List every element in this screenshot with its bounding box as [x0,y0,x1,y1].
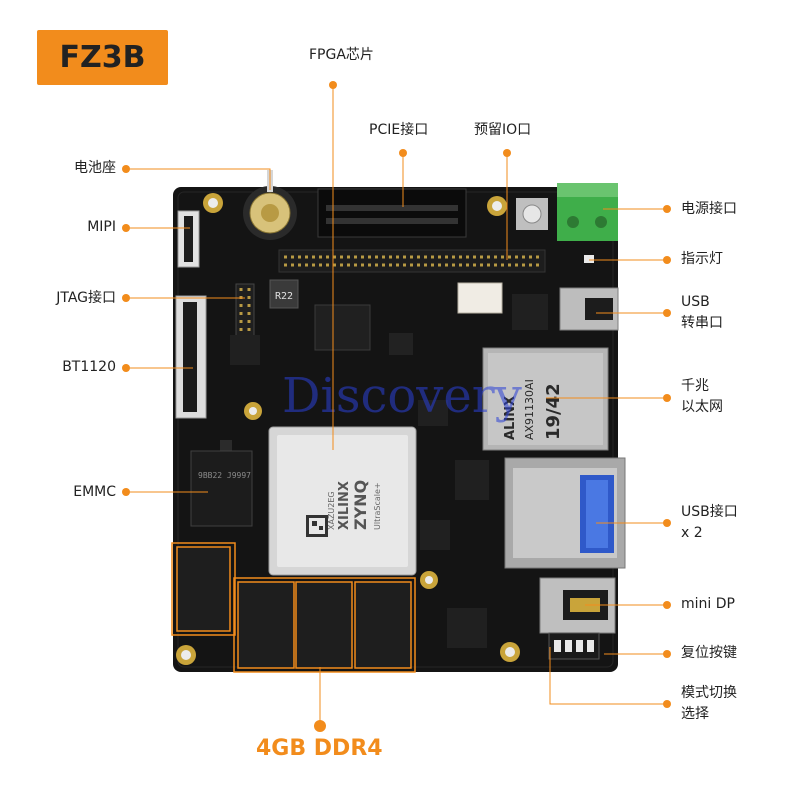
emmc-marking: 9BB22 J9997 [198,471,251,480]
fpga-family: ZYNQ [351,480,370,530]
inductor-label: R22 [275,291,293,302]
label-mini-dp: mini DP [681,596,735,612]
rj45-part: AX91130AI [523,379,536,440]
label-mipi: MIPI [87,219,116,235]
label-bt1120: BT1120 [62,359,116,375]
pcie-slot [317,188,467,238]
model-badge-text: FZ3B [59,40,146,75]
label-reserved-io: 预留IO口 [474,122,532,138]
rj45-brand: ALINX [503,396,518,440]
label-usb-x2: USB接口 x 2 [681,504,738,541]
jtag-pins [235,283,255,345]
jst-connector [457,282,503,314]
label-pcie: PCIE接口 [369,122,429,138]
fpga-brand: XILINX [337,481,352,530]
model-badge: FZ3B [37,30,168,85]
fpga-part: XAZU2EG [327,491,336,530]
label-indicator: 指示灯 [681,251,723,267]
label-emmc: EMMC [73,484,116,500]
power-terminal [557,183,618,241]
watermark: Discovery [282,368,522,424]
mounting-holes [176,193,520,665]
fpga-sub: UltraScale+ [373,482,382,530]
reset-button-top [516,198,548,230]
ddr4-chips [171,542,416,673]
fpga-chip: XILINX ZYNQ UltraScale+ XAZU2EG [268,426,417,576]
inductor [269,279,299,309]
label-battery: 电池座 [74,160,116,176]
rj45-date: 19/42 [543,383,564,440]
label-gigabit-eth: 千兆 以太网 [681,378,723,415]
mode-dip-switch [548,632,600,660]
label-usb-uart: USB 转串口 [681,294,723,331]
label-jtag: JTAG接口 [56,290,116,306]
indicator-led [584,255,594,263]
label-ddr4: 4GB DDR4 [256,736,383,761]
label-mode-switch: 模式切换 选择 [681,685,737,722]
usb-uart-connector [559,287,619,331]
battery-holder [243,170,297,240]
callout-lines [126,85,667,722]
rj45-jack: ALINX AX91130AI 19/42 [482,347,609,451]
label-power: 电源接口 [681,201,737,217]
label-reset: 复位按键 [681,645,737,661]
usb-a-stacked [504,457,626,569]
gpio-header [278,249,546,273]
callout-dots [122,81,671,732]
small-ics [220,294,548,648]
emmc-chip: 9BB22 J9997 [190,450,253,527]
label-fpga: FPGA芯片 [309,47,374,63]
